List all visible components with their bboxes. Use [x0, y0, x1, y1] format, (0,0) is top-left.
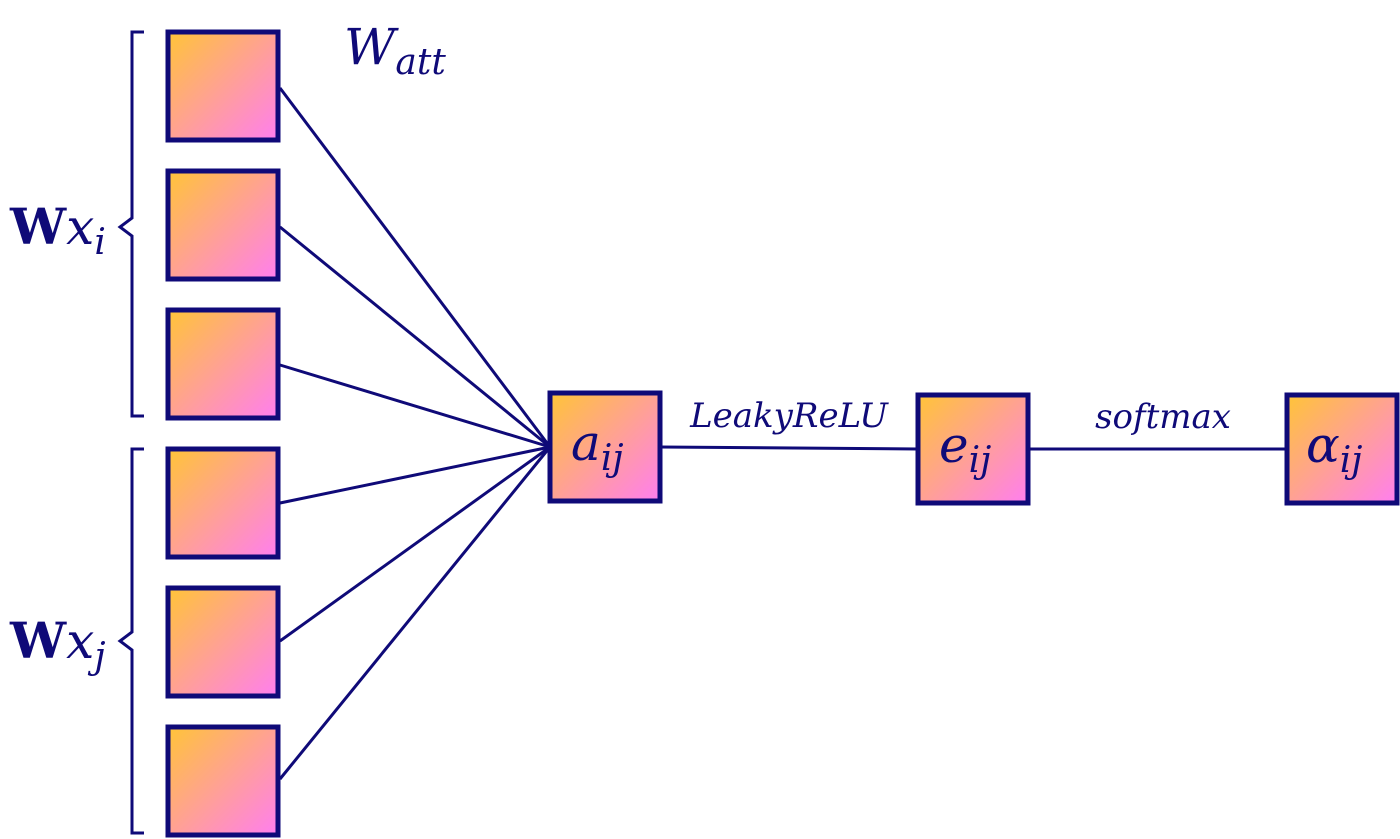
label-alpha-ij: αij: [1306, 416, 1362, 481]
input-cell-wxi-3: [165, 307, 281, 421]
label-leaky-relu: LeakyReLU: [689, 396, 889, 436]
edge-input-1: [278, 87, 552, 448]
edge-input-2: [279, 225, 551, 449]
edge-input-6: [278, 446, 552, 780]
label-a-ij: aij: [571, 414, 624, 479]
input-cell-wxj-3: [165, 724, 281, 838]
edge-input-3: [279, 363, 551, 449]
label-softmax: softmax: [1095, 397, 1231, 437]
label-wx-i: Wxi: [9, 197, 106, 263]
label-e-ij: eij: [939, 416, 991, 481]
edge-input-4: [279, 445, 551, 505]
input-cell-wxi-1: [165, 29, 281, 143]
input-cell-wxi-2: [165, 168, 281, 282]
label-wx-j: Wxj: [9, 611, 106, 677]
input-cell-wxj-1: [165, 446, 281, 560]
edge-input-5: [279, 445, 551, 643]
brace-wxi: [117, 30, 144, 418]
node-e-ij: [915, 392, 1031, 506]
input-cell-wxj-2: [165, 585, 281, 699]
brace-wxj: [117, 447, 144, 835]
edge-a-to-e: [659, 445, 919, 451]
node-a-ij: [547, 390, 663, 504]
label-w-att: Watt: [344, 18, 446, 83]
node-alpha-ij: [1284, 392, 1400, 506]
